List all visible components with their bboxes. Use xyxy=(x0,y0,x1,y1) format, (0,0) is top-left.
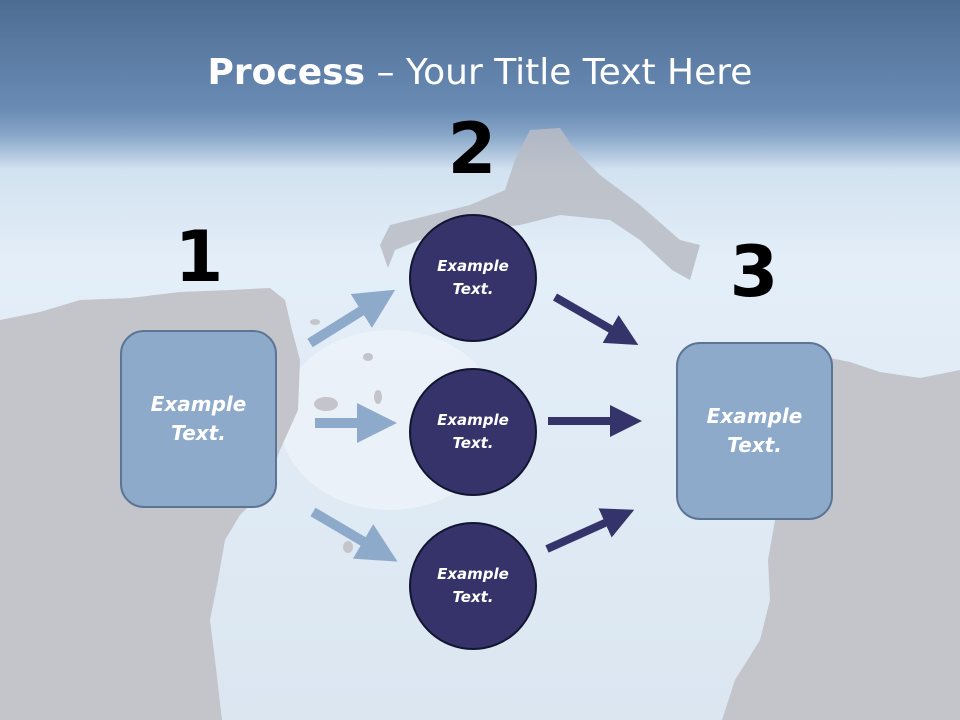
slide-title: Process – Your Title Text Here xyxy=(0,52,960,93)
step-3-box: Example Text. xyxy=(676,342,833,520)
jumper-silhouette xyxy=(380,128,700,280)
arrow-1-to-top xyxy=(307,289,396,348)
step-number-2: 2 xyxy=(447,108,497,190)
right-cliff xyxy=(722,358,960,720)
title-rest: – Your Title Text Here xyxy=(365,52,753,93)
step-2-circle-top: Example Text. xyxy=(409,214,537,342)
arrow-bottom-to-3 xyxy=(545,508,635,553)
step-2-circle-bottom: Example Text. xyxy=(409,522,537,650)
step-number-3: 3 xyxy=(729,231,779,313)
arrow-1-to-bottom xyxy=(310,507,398,562)
step-number-1: 1 xyxy=(174,216,224,298)
title-bold: Process xyxy=(207,52,366,93)
step-2-circle-middle: Example Text. xyxy=(409,368,537,496)
step-1-box: Example Text. xyxy=(120,330,277,508)
arrow-top-to-3 xyxy=(553,293,639,345)
